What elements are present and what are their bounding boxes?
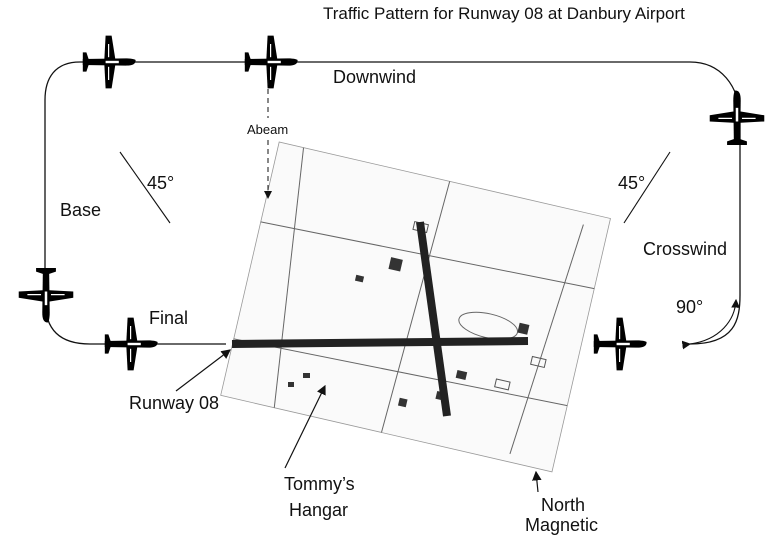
chart-line: [273, 147, 305, 408]
downwind-label: Downwind: [333, 67, 416, 87]
runway-callout-arrow: [175, 349, 231, 392]
chart-line: [233, 338, 568, 407]
hangar-callout-arrow: [284, 384, 326, 469]
base-label: Base: [60, 200, 101, 220]
runway-08-26: [231, 337, 529, 348]
chart-building: [388, 257, 403, 272]
abeam-label: Abeam: [247, 122, 288, 137]
chart-line: [380, 181, 451, 433]
chart-building: [455, 369, 468, 381]
airport-chart: [220, 141, 611, 473]
final-label: Final: [149, 308, 188, 328]
north-callout-label-line1: North: [541, 495, 585, 515]
crosswind-right-angle-arc: [681, 298, 741, 350]
north-callout-label-line2: Magnetic: [525, 515, 598, 535]
hangar-building: [303, 373, 310, 378]
chart-building: [517, 322, 530, 335]
chart-line: [509, 224, 584, 455]
airplane-icon: [709, 90, 765, 146]
hangar-callout-label-line2: Hangar: [289, 500, 348, 520]
airplane-icon: [244, 35, 298, 89]
chart-marker: [494, 378, 511, 391]
airplane-icon: [593, 317, 647, 371]
airplane-icon: [82, 35, 136, 89]
right-angle-label: 90°: [676, 297, 703, 317]
chart-building: [354, 274, 365, 283]
diagram-title: Traffic Pattern for Runway 08 at Danbury…: [323, 4, 685, 23]
base-turn-angle-label: 45°: [147, 173, 174, 193]
hangar-callout-label-line1: Tommy’s: [284, 474, 355, 494]
crosswind-angle-line: [623, 151, 671, 224]
chart-building: [397, 397, 408, 408]
chart-marker: [530, 355, 547, 369]
hangar-building: [288, 382, 294, 387]
runway-crossing: [416, 221, 451, 417]
base-angle-line: [119, 151, 171, 224]
crosswind-turn-angle-label: 45°: [618, 173, 645, 193]
crosswind-label: Crosswind: [643, 239, 727, 259]
airplane-icon: [18, 267, 74, 323]
runway-callout-label: Runway 08: [129, 393, 219, 413]
north-callout-arrow: [532, 470, 542, 493]
